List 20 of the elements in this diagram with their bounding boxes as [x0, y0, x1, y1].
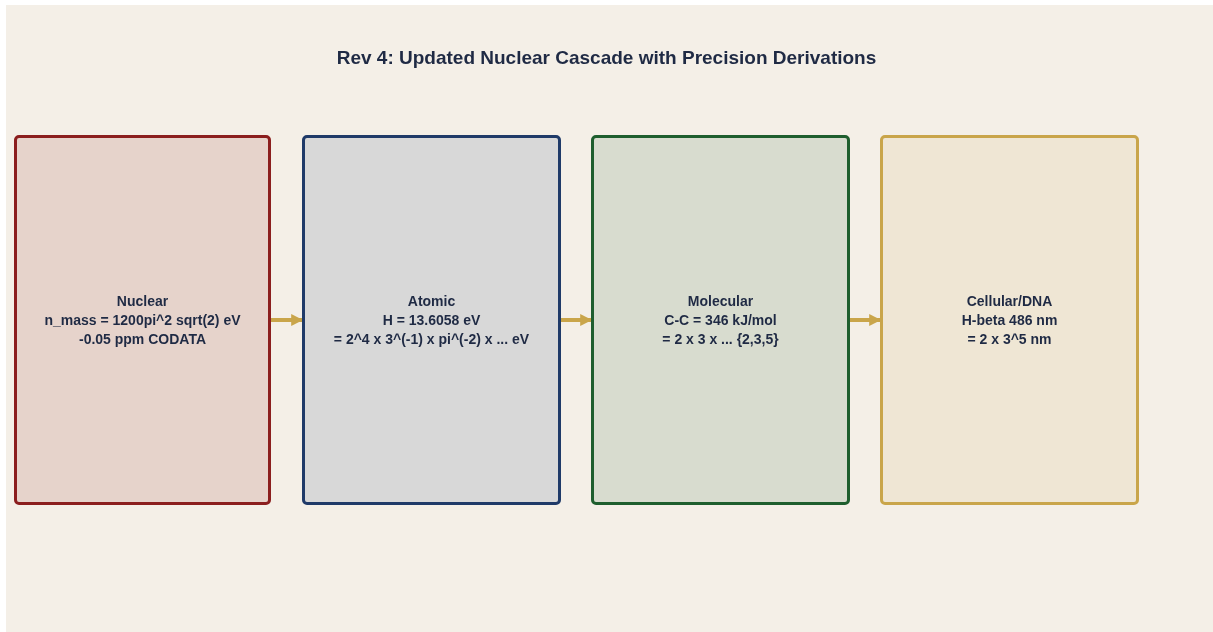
stage-box [880, 135, 1139, 505]
stage-formula: H = 13.6058 eV [382, 310, 481, 330]
arrow [271, 314, 304, 326]
stage-heading: Nuclear [116, 291, 169, 311]
arrow [561, 314, 593, 326]
stage-heading: Cellular/DNA [966, 291, 1053, 311]
stage-formula: = 2 x 3 x ... {2,3,5} [662, 329, 779, 349]
stage-formula: C-C = 346 kJ/mol [664, 310, 777, 330]
stage-formula: = 2^4 x 3^(-1) x pi^(-2) x ... eV [333, 329, 530, 349]
diagram-title: Rev 4: Updated Nuclear Cascade with Precision Derivations [335, 47, 878, 69]
stage-formula: -0.05 ppm CODATA [78, 329, 206, 349]
stage-formula: = 2 x 3^5 nm [967, 329, 1052, 349]
stage-box [591, 135, 850, 505]
stage-formula: n_mass = 1200pi^2 sqrt(2) eV [44, 310, 241, 330]
stage-heading: Molecular [687, 291, 754, 311]
stage-heading: Atomic [407, 291, 456, 311]
arrow [850, 314, 882, 326]
stage-box [14, 135, 271, 505]
stage-formula: H-beta 486 nm [961, 310, 1058, 330]
stage-box [302, 135, 561, 505]
